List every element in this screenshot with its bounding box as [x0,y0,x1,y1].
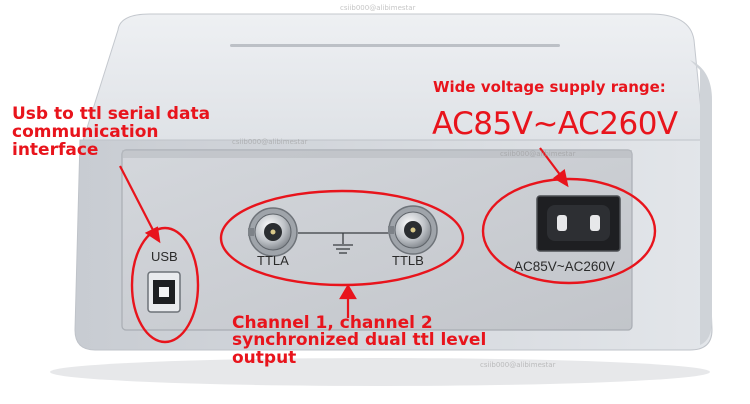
ground-symbol-icon [298,232,388,254]
ac-input-label: AC85V~AC260V [514,259,615,274]
floor-shadow [50,358,710,386]
voltage-range-big: AC85V~AC260V [432,106,678,142]
voltage-arrow [539,147,562,177]
bnc-connector-icon [388,205,438,255]
usb-callout-line-2: communication [12,121,159,142]
ttl-callout-line-1: Channel 1, channel 2 [232,313,433,333]
annotation-arrows [119,147,569,318]
usb-b-port-icon [147,271,181,313]
usb-callout-line-3: interface [12,139,99,160]
watermark: csiib000@alibimestar [340,4,416,12]
usb-port-label: USB [151,249,178,264]
ttl-callout-text: Channel 1, channel 2 synchronized dual t… [232,313,487,368]
annotation-circles [130,177,657,344]
ttl-callout-line-2: synchronized dual ttl level [232,330,487,351]
iec-c8-power-socket-icon [536,195,621,252]
ttl-highlight-ellipse [219,189,465,287]
chassis-right-edge [690,60,712,345]
watermark: csiib000@alibimestar [500,150,576,158]
ttlb-label: TTLB [392,253,424,268]
power-highlight-ellipse [481,177,657,285]
usb-highlight-ellipse [130,226,200,344]
voltage-heading: Wide voltage supply range: [433,78,666,96]
watermark: csiib000@alibimestar [480,361,556,369]
ttla-label: TTLA [257,253,289,268]
vent-dots [230,44,560,47]
usb-arrow [119,165,155,233]
usb-callout-line-1: Usb to ttl serial data [12,104,211,124]
ttl-callout-line-3: output [232,347,297,368]
watermark: csiib000@alibimestar [232,138,308,146]
usb-callout-text: Usb to ttl serial data communication int… [12,104,211,160]
bnc-connector-icon [248,207,298,257]
